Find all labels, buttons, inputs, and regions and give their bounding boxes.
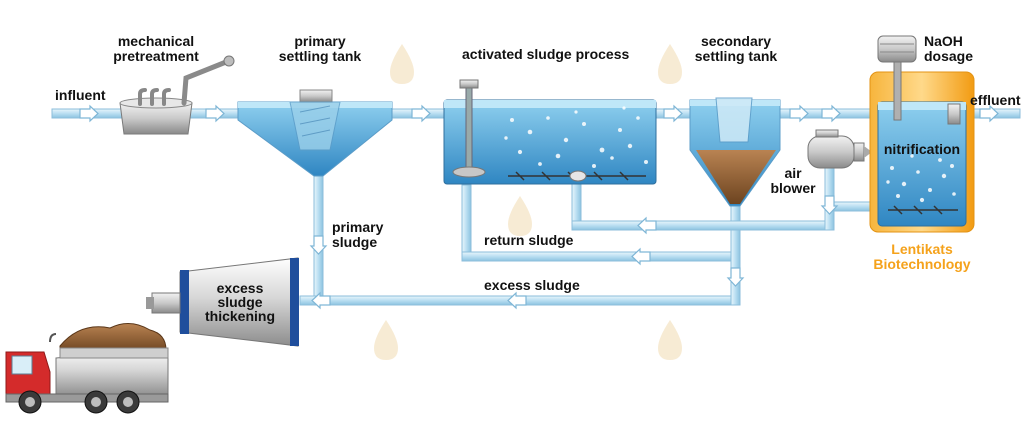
- arrow-excess-sludge: [311, 291, 331, 310]
- label-thickening-line3: thickening: [204, 308, 275, 324]
- label-naoh-line1: NaOH: [924, 33, 963, 49]
- watermark-logo: [374, 320, 398, 360]
- label-activated-sludge-process: activated sludge process: [462, 46, 630, 62]
- arrow-primary-sludge: [309, 235, 328, 255]
- label-primary-sludge-line2: sludge: [332, 234, 378, 250]
- arrow-return-sludge: [631, 247, 651, 266]
- return-sludge-vertical-left: [461, 184, 472, 260]
- nitrification-tank: [869, 59, 975, 233]
- sludge-truck: [5, 323, 169, 414]
- flow-arrows: [79, 104, 999, 310]
- label-nitrification: nitrification: [883, 141, 961, 157]
- arrow-secondary-sludge-down: [726, 267, 745, 287]
- watermark-logo: [508, 196, 532, 236]
- arrow-pretreatment-out: [205, 104, 225, 123]
- label-secondary-settling-tank-line1: secondary: [700, 33, 772, 49]
- arrow-primary-out: [411, 104, 431, 123]
- label-secondary-settling-tank: secondary settling tank: [686, 34, 786, 64]
- secondary-settling-tank: [689, 97, 781, 207]
- label-air-blower: air blower: [768, 166, 818, 196]
- label-lentikats-line2: Biotechnology: [873, 256, 971, 272]
- label-influent: influent: [55, 87, 106, 103]
- label-primary-settling-tank-line2: settling tank: [278, 48, 362, 64]
- activated-sludge-tank: [443, 79, 657, 185]
- arrow-air-line: [637, 216, 657, 235]
- label-thickening-line2: sludge: [217, 294, 263, 310]
- label-mechanical-pretreatment-line2: pretreatment: [113, 48, 199, 64]
- label-excess-sludge-thickening: excess sludge thickening: [192, 281, 288, 323]
- label-primary-settling-tank-line1: primary: [294, 33, 346, 49]
- label-mechanical-pretreatment-line1: mechanical: [117, 33, 195, 49]
- label-thickening-line1: excess: [216, 280, 264, 296]
- label-primary-sludge: primary sludge: [332, 220, 383, 250]
- watermark-logo: [658, 44, 682, 84]
- label-naoh-line2: dosage: [924, 48, 974, 64]
- label-air-blower-line2: blower: [770, 180, 816, 196]
- watermark-logo: [390, 44, 414, 84]
- label-lentikats-biotechnology: Lentikats Biotechnology: [862, 242, 982, 272]
- label-primary-sludge-line1: primary: [332, 219, 384, 235]
- label-naoh-dosage: NaOH dosage: [924, 34, 973, 64]
- mechanical-pretreatment-unit: [119, 55, 235, 135]
- aeration-bubbles: [504, 106, 648, 168]
- arrow-air-blower-down: [820, 195, 839, 215]
- arrow-effluent: [979, 104, 999, 123]
- arrow-secondary-out-1: [789, 104, 809, 123]
- thickening-drum: [146, 257, 299, 347]
- label-mechanical-pretreatment: mechanical pretreatment: [108, 34, 204, 64]
- watermark-logo: [658, 320, 682, 360]
- arrow-aeration-out: [663, 104, 683, 123]
- arrow-secondary-out-2: [821, 104, 841, 123]
- arrow-excess-sludge-mid: [507, 291, 527, 310]
- primary-settling-tank: [237, 89, 393, 177]
- label-primary-settling-tank: primary settling tank: [270, 34, 370, 64]
- secondary-sludge-vertical: [730, 204, 741, 306]
- air-blower-unit: [807, 129, 872, 169]
- label-secondary-settling-tank-line2: settling tank: [694, 48, 778, 64]
- label-excess-sludge: excess sludge: [484, 277, 580, 293]
- label-effluent: effluent: [970, 92, 1021, 108]
- air-line-pipe: [571, 220, 835, 231]
- naoh-dosing-unit: [877, 35, 917, 63]
- arrow-influent: [79, 104, 99, 123]
- label-air-blower-line1: air: [784, 165, 802, 181]
- label-lentikats-line1: Lentikats: [891, 241, 953, 257]
- label-return-sludge: return sludge: [484, 232, 574, 248]
- return-sludge-pipe: [461, 251, 733, 262]
